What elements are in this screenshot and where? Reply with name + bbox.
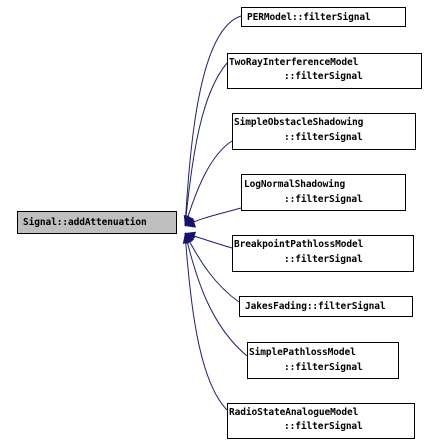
arrowhead-8 <box>182 233 193 244</box>
target-node-label-line1: BreakpointPathlossModel <box>234 239 364 250</box>
target-node-two-ray-interference-model[interactable]: TwoRayInterferenceModel ::filterSignal <box>227 53 422 89</box>
edge-to-obstacle-shadowing <box>184 140 233 227</box>
target-node-label-line1: SimpleObstacleShadowing <box>234 117 364 128</box>
target-node-simple-pathloss-model[interactable]: SimplePathlossModel ::filterSignal <box>247 342 399 379</box>
edge-to-two-ray-model <box>184 62 228 227</box>
arrowhead-3 <box>185 215 196 226</box>
target-node-label-line1: LogNormalShadowing <box>244 179 346 190</box>
source-node-signal-addattenuation[interactable]: Signal::addAttenuation <box>17 211 177 234</box>
target-node-simple-obstacle-shadowing[interactable]: SimpleObstacleShadowing ::filterSignal <box>232 113 416 150</box>
target-node-label-line1: RadioStateAnalogueModel <box>229 407 359 418</box>
target-node-label-line1: JakesFading::filterSignal <box>245 301 386 312</box>
target-node-jakes-fading[interactable]: JakesFading::filterSignal <box>239 296 413 317</box>
target-node-label-line2: ::filterSignal <box>284 421 363 432</box>
edge-to-radio-state-model <box>184 232 228 411</box>
target-node-label-line2: ::filterSignal <box>284 132 363 143</box>
target-node-label-line2: ::filterSignal <box>284 71 363 82</box>
target-node-label-line2: ::filterSignal <box>284 194 363 205</box>
target-node-label-line2: ::filterSignal <box>284 362 363 373</box>
target-node-label-line2: ::filterSignal <box>284 254 363 265</box>
target-node-label-line1: TwoRayInterferenceModel <box>229 57 359 68</box>
source-node-label: Signal::addAttenuation <box>23 217 147 228</box>
target-node-radio-state-analogue-model[interactable]: RadioStateAnalogueModel ::filterSignal <box>227 403 415 439</box>
arrowhead-4 <box>185 218 197 228</box>
target-node-label-line1: PERModel::filterSignal <box>247 12 371 23</box>
edge-to-per-model <box>184 15 242 227</box>
target-node-log-normal-shadowing[interactable]: LogNormalShadowing ::filterSignal <box>241 174 406 211</box>
target-node-per-model[interactable]: PERModel::filterSignal <box>241 7 406 27</box>
edge-to-jakes-fading <box>184 232 240 303</box>
target-node-label-line1: SimplePathlossModel <box>249 347 356 358</box>
edge-to-simple-pathloss <box>184 232 248 357</box>
target-node-breakpoint-pathloss-model[interactable]: BreakpointPathlossModel ::filterSignal <box>232 235 414 272</box>
